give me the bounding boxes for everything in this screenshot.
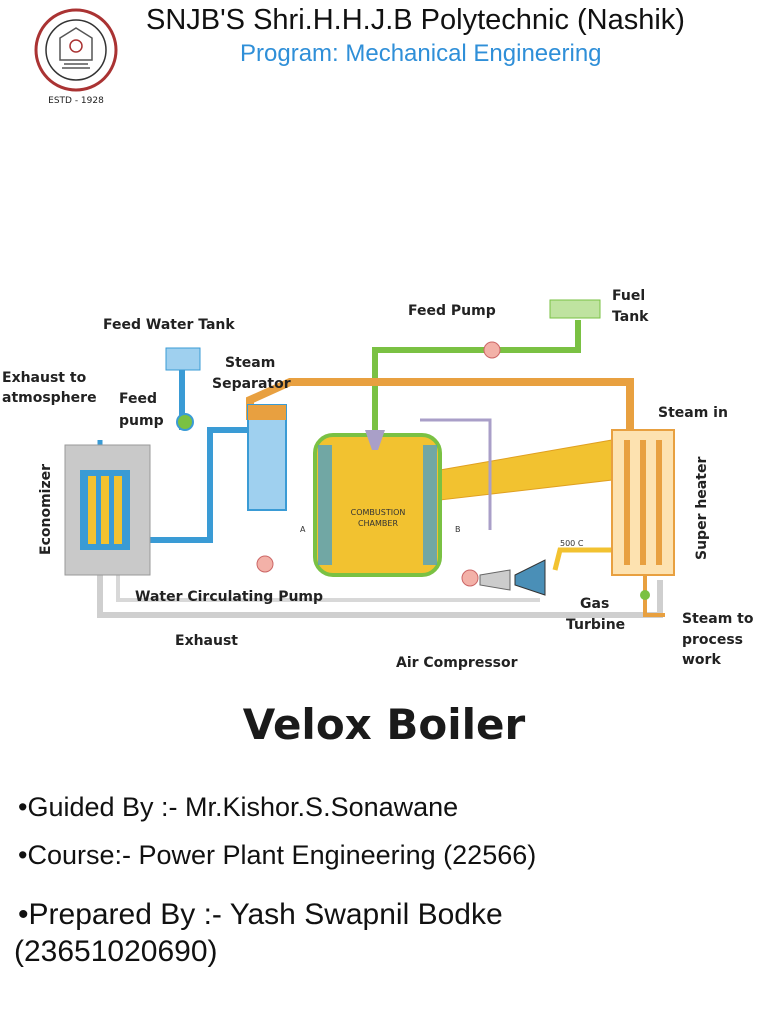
economizer-tube-2 — [101, 476, 109, 544]
burner-nozzle — [365, 430, 385, 450]
water-circulating-pump-label: Water Circulating Pump — [135, 589, 323, 605]
steam-valve — [640, 590, 650, 600]
logo-estd: ESTD - 1928 — [48, 96, 104, 106]
prepared-by: •Prepared By :- Yash Swapnil Bodke — [18, 898, 503, 931]
fuel-feed-pump — [483, 341, 501, 359]
economizer-tube-1 — [88, 476, 96, 544]
steam-in-label: Steam in — [658, 405, 728, 421]
steam-to-label: Steam to — [682, 611, 754, 627]
process-steam-pipe — [643, 575, 665, 617]
exhaust-pipe — [97, 570, 663, 618]
combustion-chamber — [313, 433, 442, 577]
program-name: Program: Mechanical Engineering — [240, 40, 602, 67]
course: •Course:- Power Plant Engineering (22566… — [18, 840, 537, 870]
air-line — [420, 418, 492, 530]
feed-water-tank-label: Feed Water Tank — [103, 317, 235, 333]
point-b-label: B — [455, 525, 461, 534]
super-heater-tube-2 — [640, 440, 646, 565]
water-circulating-pump — [256, 555, 274, 573]
point-a-label: A — [300, 525, 306, 534]
feed-label: Feed — [119, 391, 157, 407]
fuel-line — [372, 320, 581, 430]
feed-water-tank — [165, 347, 201, 371]
separator-label: Separator — [212, 376, 291, 392]
compressor-motor — [461, 569, 479, 587]
diagram-title: Velox Boiler — [242, 700, 526, 749]
turbine-link — [552, 547, 612, 571]
steam-line — [246, 378, 634, 430]
super-heater-label: Super heater — [694, 457, 710, 560]
super-heater-tube-3 — [656, 440, 662, 565]
steam-separator-top — [248, 405, 286, 420]
feed-pump-top-label: Feed Pump — [408, 303, 496, 319]
institute-name: SNJB'S Shri.H.H.J.B Polytechnic (Nashik) — [146, 4, 685, 36]
tank-label: Tank — [612, 309, 649, 325]
economizer-tube-3 — [114, 476, 122, 544]
fuel-label: Fuel — [612, 288, 645, 304]
gas-label: Gas — [580, 596, 609, 612]
guided-by: •Guided By :- Mr.Kishor.S.Sonawane — [18, 792, 459, 822]
turbine-label: Turbine — [566, 617, 625, 633]
work-label: work — [682, 652, 721, 668]
atmosphere-label: atmosphere — [2, 390, 97, 406]
exhaust-label: Exhaust — [175, 633, 238, 649]
super-heater-tube-1 — [624, 440, 630, 565]
steam-separator — [247, 404, 287, 511]
velox-boiler-diagram: COMBUSTION CHAMBER A B 500 C Feed Water … — [2, 288, 754, 671]
process-label: process — [682, 632, 743, 648]
air-compressor — [479, 569, 511, 591]
chamber-wall-right — [423, 445, 437, 565]
pump-label: pump — [119, 413, 164, 429]
water-circulating-pipe — [116, 568, 540, 602]
institute-logo: ESTD - 1928 — [28, 8, 124, 108]
fuel-tank — [549, 299, 601, 319]
hot-gas-duct — [439, 439, 613, 501]
chamber-label-1: COMBUSTION — [351, 508, 406, 517]
gas-turbine — [514, 559, 546, 596]
air-compressor-label: Air Compressor — [396, 655, 518, 671]
temperature-label: 500 C — [560, 539, 584, 548]
economizer-label: Economizer — [38, 464, 54, 555]
exhaust-to-label: Exhaust to — [2, 370, 87, 386]
feed-pump — [176, 413, 194, 431]
enrollment-number: (23651020690) — [14, 935, 218, 968]
chamber-label-2: CHAMBER — [358, 519, 399, 528]
steam-label: Steam — [225, 355, 275, 371]
chamber-wall-left — [318, 445, 332, 565]
